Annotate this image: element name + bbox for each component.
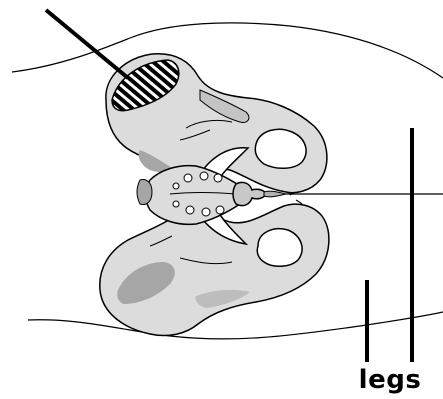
upper-hip-bone bbox=[106, 54, 327, 193]
sacrum-body bbox=[146, 166, 244, 225]
sacral-foramen bbox=[216, 206, 224, 214]
coccyx bbox=[233, 182, 266, 205]
upper-obturator-foramen bbox=[255, 129, 306, 168]
sacral-foramen bbox=[184, 174, 192, 182]
sacral-foramen bbox=[200, 172, 208, 180]
legs-label: legs bbox=[355, 366, 425, 394]
sacral-foramen bbox=[173, 183, 179, 189]
body-outline-upper bbox=[12, 23, 443, 78]
lower-obturator-foramen bbox=[257, 229, 302, 266]
sacral-foramen bbox=[214, 174, 222, 182]
sacral-foramen bbox=[186, 206, 194, 214]
sacral-foramen bbox=[202, 208, 210, 216]
sacrum-wing-shade bbox=[137, 180, 152, 205]
lower-hip-bone bbox=[100, 200, 329, 336]
sacral-foramen bbox=[173, 201, 179, 207]
body-outline-lower bbox=[28, 312, 443, 339]
